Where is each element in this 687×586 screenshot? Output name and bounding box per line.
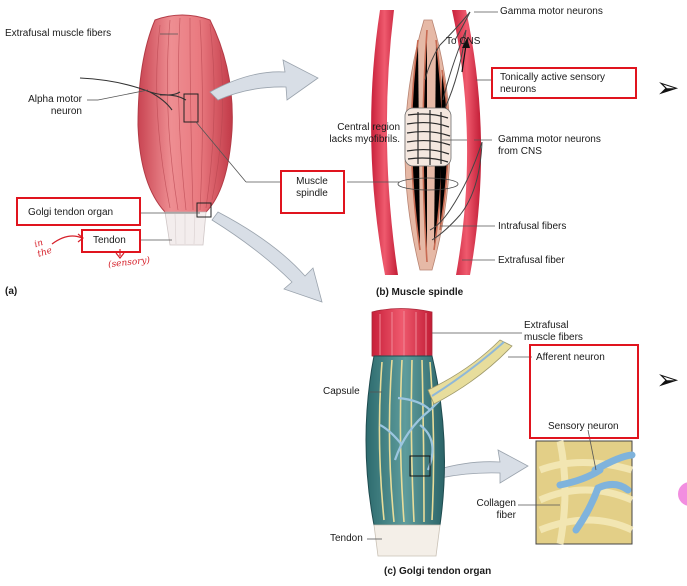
zoom-panel: [535, 440, 636, 545]
label-capsule: Capsule: [323, 386, 360, 397]
to-cns-arrow: [461, 38, 470, 73]
label-golgi-tendon-organ-a: Golgi tendon organ: [28, 207, 114, 218]
label-sensory-neuron: Sensory neuron: [548, 421, 619, 432]
edge-marker: [678, 482, 687, 506]
highlight-tonically-active: [491, 67, 637, 99]
label-central-region: Central region lacks myofibrils.: [329, 122, 400, 145]
bullet-arrow-1: ➢: [656, 72, 680, 103]
highlight-golgi-tendon-organ: [16, 197, 141, 226]
leaders-b: [347, 11, 498, 261]
spindle-extrafusal-fibers: [371, 10, 482, 275]
leaders-c: [367, 332, 597, 540]
gto-tendon: [373, 524, 441, 557]
arrow-to-spindle: [209, 59, 319, 101]
gto-muscle-top: [371, 308, 433, 360]
label-intrafusal-fibers: Intrafusal fibers: [498, 221, 567, 232]
label-extrafusal-muscle-fibers: Extrafusal muscle fibers: [5, 28, 112, 39]
caption-b: (b) Muscle spindle: [376, 287, 464, 298]
bullet-arrow-2: ➢: [656, 364, 680, 395]
muscle-body: [137, 14, 233, 213]
label-gamma-motor-neurons: Gamma motor neurons: [500, 6, 603, 17]
label-extrafusal-fiber: Extrafusal fiber: [498, 255, 565, 266]
spindle-neurons: [424, 11, 483, 241]
label-gamma-from-cns: Gamma motor neurons from CNS: [498, 134, 601, 157]
label-muscle-spindle: Muscle spindle: [296, 176, 328, 199]
intrafusal-capsule: [397, 19, 459, 271]
label-tonically-active-sensory-neurons: Tonically active sensory neurons: [500, 72, 606, 95]
gto-afferent-bundle: [427, 339, 513, 405]
caption-c: (c) Golgi tendon organ: [384, 566, 492, 577]
label-afferent-neuron: Afferent neuron: [536, 352, 605, 363]
gto-capsule: [365, 355, 481, 526]
highlight-afferent-sensory: [529, 344, 639, 439]
arrow-to-gto: [211, 211, 323, 303]
spindle-locator-box: [183, 93, 199, 123]
label-collagen-fiber: Collagen fiber: [476, 498, 516, 521]
highlight-muscle-spindle: [280, 170, 345, 214]
label-extrafusal-muscle-fibers-c: Extrafusal muscle fibers: [524, 320, 583, 343]
leaders-a: [87, 33, 280, 241]
label-to-cns: To CNS: [446, 36, 481, 47]
label-tendon-a: Tendon: [93, 235, 126, 246]
highlight-tendon: [81, 229, 141, 253]
arrow-to-zoom: [435, 449, 529, 484]
label-tendon-c: Tendon: [330, 533, 363, 544]
label-alpha-motor-neuron: Alpha motor neuron: [28, 94, 82, 117]
tendon-a: [164, 211, 207, 246]
gto-locator-box: [196, 202, 212, 218]
caption-a: (a): [5, 286, 18, 297]
